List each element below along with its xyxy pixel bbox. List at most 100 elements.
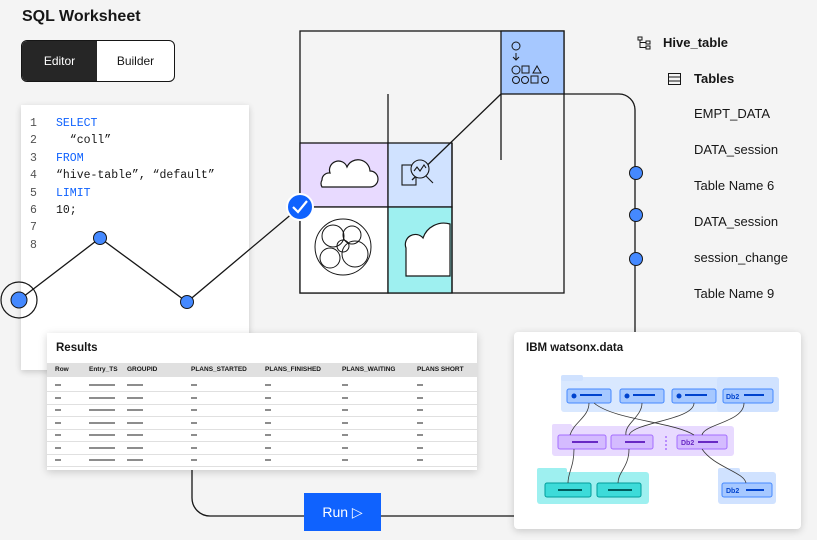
code-line[interactable]: 2 “coll”: [21, 132, 215, 149]
tree-item[interactable]: DATA_session: [694, 214, 779, 229]
table-cell-placeholder: [265, 459, 271, 461]
table-icon: [668, 73, 681, 85]
table-cell-placeholder: [265, 446, 271, 449]
table-cell-placeholder: [417, 434, 423, 436]
column-header[interactable]: PLANS_FINISHED: [265, 366, 321, 373]
table-cell-placeholder: [265, 421, 271, 424]
line-number: 4: [30, 169, 37, 183]
code-text: “coll”: [56, 134, 112, 148]
table-cell-placeholder: [127, 396, 143, 399]
table-row[interactable]: [47, 379, 477, 392]
line-number: 3: [30, 151, 37, 165]
table-cell-placeholder: [265, 384, 271, 386]
table-cell-placeholder: [89, 459, 115, 461]
line-number: 7: [30, 221, 37, 235]
analytics-icon: [401, 159, 434, 186]
hierarchy-icon: [637, 36, 651, 50]
line-number: 6: [30, 204, 37, 218]
code-line[interactable]: 4“hive-table”, “default”: [21, 167, 215, 184]
table-cell-placeholder: [127, 409, 143, 411]
column-header[interactable]: PLANS SHORT: [417, 366, 464, 373]
connector-node: [629, 252, 643, 266]
code-line[interactable]: 8: [21, 237, 215, 254]
column-header[interactable]: Entry_TS: [89, 366, 118, 373]
table-cell-placeholder: [342, 446, 348, 449]
page-title: SQL Worksheet: [22, 8, 141, 25]
table-row[interactable]: [47, 392, 477, 405]
table-row[interactable]: [47, 442, 477, 455]
column-header[interactable]: GROUPID: [127, 366, 158, 373]
table-cell-placeholder: [417, 459, 423, 461]
cloud-icon: [320, 159, 379, 188]
table-cell-placeholder: [265, 396, 271, 399]
table-cell-placeholder: [55, 446, 61, 449]
db2-label-1: Db2: [726, 394, 739, 401]
table-row[interactable]: [47, 454, 477, 467]
tree-item[interactable]: Table Name 6: [694, 178, 775, 193]
table-cell-placeholder: [89, 421, 115, 424]
table-cell-placeholder: [191, 446, 197, 449]
table-cell-placeholder: [417, 421, 423, 424]
table-cell-placeholder: [265, 409, 271, 411]
table-cell-placeholder: [127, 459, 143, 461]
shapes-icon: [511, 41, 549, 84]
tree-item[interactable]: EMPT_DATA: [694, 106, 771, 121]
column-header[interactable]: PLANS_WAITING: [342, 366, 396, 373]
builder-tab[interactable]: Builder: [116, 54, 155, 68]
watsonx-title: IBM watsonx.data: [526, 342, 624, 354]
bubbles-icon: [314, 218, 372, 276]
table-cell-placeholder: [417, 384, 423, 386]
table-cell-placeholder: [127, 421, 143, 424]
code-text: 10;: [56, 204, 77, 218]
table-cell-placeholder: [89, 409, 115, 411]
table-row[interactable]: [47, 404, 477, 417]
run-button[interactable]: Run ▷: [304, 493, 381, 531]
code-line[interactable]: 7: [21, 219, 215, 236]
connector-node: [629, 166, 643, 180]
tree-item[interactable]: DATA_session: [694, 142, 779, 157]
editor-tab[interactable]: Editor: [22, 41, 97, 81]
table-cell-placeholder: [89, 434, 115, 436]
table-cell-placeholder: [55, 421, 61, 424]
column-header[interactable]: Row: [55, 366, 69, 373]
tree-item[interactable]: Table Name 9: [694, 286, 775, 301]
table-row[interactable]: [47, 429, 477, 442]
connector-node: [629, 208, 643, 222]
table-cell-placeholder: [342, 434, 348, 436]
db2-label-3: Db2: [726, 488, 739, 495]
column-header[interactable]: PLANS_STARTED: [191, 366, 247, 373]
results-header: Row Entry_TS GROUPID PLANS_STARTED PLANS_FIN…: [47, 363, 477, 377]
table-cell-placeholder: [191, 384, 197, 386]
tree-item[interactable]: session_change: [694, 250, 788, 265]
line-number: 1: [30, 117, 37, 130]
tile-shapes: [500, 30, 565, 95]
editor-builder-toggle[interactable]: Editor Builder: [21, 40, 175, 82]
table-cell-placeholder: [265, 434, 271, 436]
table-cell-placeholder: [191, 421, 197, 424]
table-cell-placeholder: [342, 384, 348, 386]
table-row[interactable]: [47, 417, 477, 430]
line-number: 5: [30, 186, 37, 200]
table-cell-placeholder: [191, 396, 197, 399]
table-cell-placeholder: [89, 396, 115, 399]
table-cell-placeholder: [191, 409, 197, 411]
table-cell-placeholder: [191, 459, 197, 461]
table-cell-placeholder: [55, 459, 61, 461]
code-line[interactable]: 6 10;: [21, 202, 215, 219]
table-cell-placeholder: [55, 384, 61, 386]
lineage-diagram: Db2 Db2 Db2: [537, 375, 779, 504]
table-cell-placeholder: [342, 421, 348, 424]
code-text: FROM: [56, 151, 84, 165]
table-cell-placeholder: [417, 396, 423, 399]
table-cell-placeholder: [55, 409, 61, 411]
table-cell-placeholder: [55, 396, 61, 399]
table-cell-placeholder: [55, 434, 61, 436]
code-line[interactable]: 3 FROM: [21, 150, 215, 167]
watsonx-panel: IBM watsonx.data Db2 Db2 Db2: [514, 332, 801, 529]
line-number: 2: [30, 134, 37, 148]
